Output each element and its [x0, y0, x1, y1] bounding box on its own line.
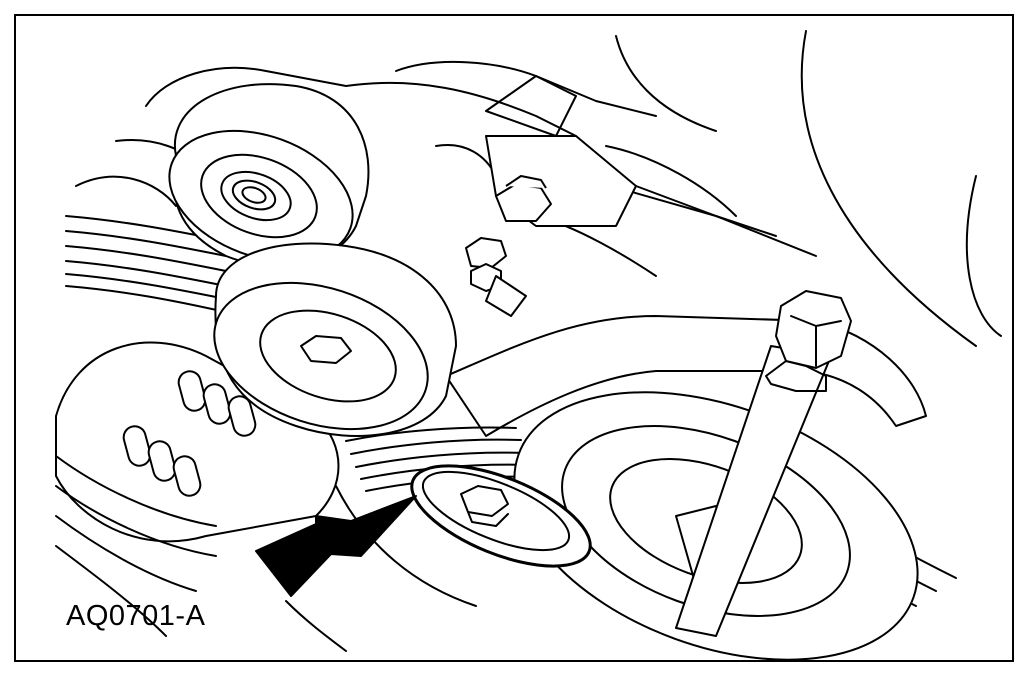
belt-idler-pulley-illustration — [55, 30, 1002, 660]
upper-idler-pulley — [168, 83, 370, 267]
figure-label: AQ0701-A — [66, 600, 206, 632]
mounting-bolts — [465, 175, 552, 317]
lower-idler-pulley — [213, 242, 457, 437]
callout-arrow — [255, 495, 417, 597]
target-idler-pulley — [410, 464, 592, 568]
lower-outlines — [285, 485, 477, 652]
breaker-bar-tool — [675, 290, 852, 637]
figure-frame: AQ0701-A — [14, 14, 1014, 662]
